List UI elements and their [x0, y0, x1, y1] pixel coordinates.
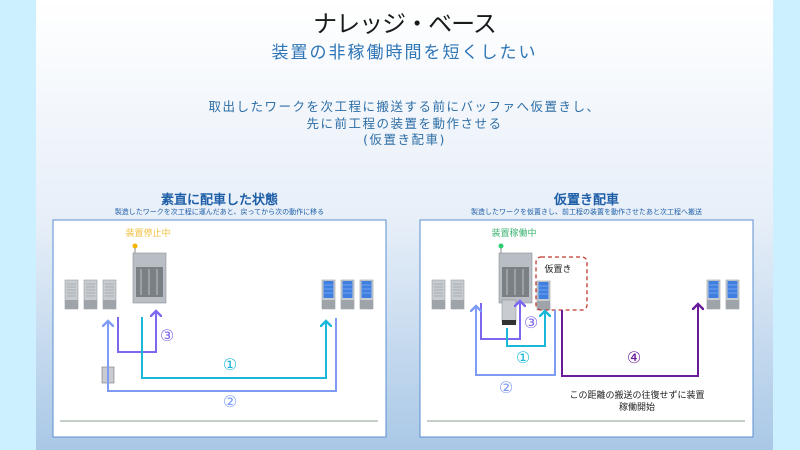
note-line: この距離の搬送の往復せずに装置: [569, 389, 704, 401]
label-1: ①: [223, 355, 237, 374]
arrow-1: [506, 311, 545, 347]
arrow-2: [108, 318, 337, 392]
description-line: (仮置き配車): [363, 132, 446, 147]
filled-rack-icon: [725, 279, 740, 310]
machine-icon: [498, 252, 533, 304]
note-line: 稼働開始: [619, 401, 655, 413]
right-panel: 装置稼働中 仮置き ① ② ③ ④ この距離の搬送の往復せずに装置 稼働開始: [419, 219, 754, 438]
rack-icon: [102, 279, 117, 310]
filled-rack-icon: [359, 279, 374, 310]
label-3: ③: [524, 313, 538, 332]
machine-icon: [132, 252, 167, 304]
filled-rack-icon: [706, 279, 721, 310]
status-stopped: 装置停止中: [125, 227, 170, 239]
arrow-1: [141, 317, 326, 379]
page-subtitle: 装置の非稼働時間を短くしたい: [271, 43, 538, 63]
rack-icon: [431, 279, 446, 310]
label-3: ③: [160, 326, 174, 345]
arrow-3: [480, 301, 520, 340]
left-panel-title: 素直に配車した状態: [160, 193, 278, 208]
page-title: ナレッジ・ベース: [313, 10, 497, 38]
description-line: 取出したワークを次工程に搬送する前にバッファへ仮置きし、: [208, 99, 601, 114]
buffer-label: 仮置き: [544, 263, 571, 275]
running-lamp-icon: [498, 243, 504, 249]
rack-icon: [83, 279, 98, 310]
label-2: ②: [223, 392, 237, 411]
label-1: ①: [516, 348, 530, 367]
stopped-lamp-icon: [132, 243, 138, 249]
right-panel-title: 仮置き配車: [553, 193, 619, 208]
label-2: ②: [499, 378, 513, 397]
rack-icon: [450, 279, 465, 310]
filled-rack-icon: [340, 279, 355, 310]
buffer-rack-icon: [536, 280, 551, 311]
rack-icon: [64, 279, 79, 310]
arrow-4: [561, 304, 698, 377]
label-4: ④: [627, 348, 641, 367]
arrow-2: [476, 306, 556, 376]
left-panel-subtitle: 製造したワークを次工程に運んだあと、戻ってから次の動作に移る: [114, 208, 325, 216]
status-running: 装置稼働中: [491, 227, 536, 239]
left-panel: 装置停止中 ① ② ③: [52, 219, 387, 438]
right-panel-subtitle: 製造したワークを仮置きし、前工程の装置を動作させたあと次工程へ搬送: [471, 208, 702, 216]
filled-rack-icon: [321, 279, 336, 310]
arrow-3: [117, 311, 156, 353]
description-line: 先に前工程の装置を動作させる: [306, 116, 503, 131]
